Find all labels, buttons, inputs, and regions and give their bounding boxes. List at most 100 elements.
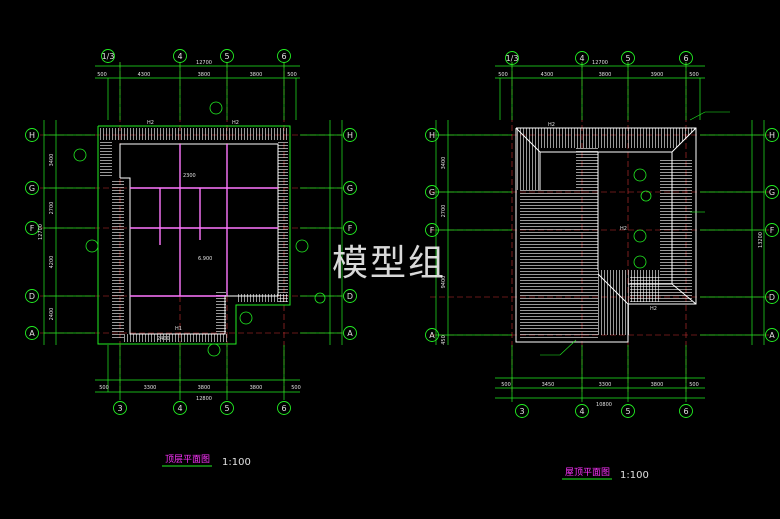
left-dim-side-total: 12700 (38, 224, 44, 240)
left-dim-top-value: 500 (97, 72, 107, 78)
right-axis-right-bubble-circle (765, 185, 779, 199)
left-axis-top-bubble: 1/3 (102, 52, 115, 61)
right-axis-right-bubble: G (769, 188, 775, 197)
left-dim-top-value: 3800 (250, 72, 263, 78)
right-dim-top-total: 12700 (592, 60, 608, 66)
left-dim-side-value: 4200 (49, 256, 55, 269)
right-axis-top-bubble: 4 (579, 54, 584, 63)
right-plan-scale: 1:100 (620, 470, 649, 481)
right-axis-top-bubble: 1/3 (506, 54, 519, 63)
left-dim-top-total: 12700 (196, 60, 212, 66)
left-axis-left-bubble-circle (25, 128, 39, 142)
left-plan-title: 顶层平面图 (165, 454, 210, 465)
right-title-block: 屋顶平面图 1:100 (562, 467, 649, 481)
right-dim-top-value: 500 (498, 72, 508, 78)
right-axis-right-bubble: D (769, 293, 775, 302)
left-axis-bottom-bubble: 3 (117, 404, 122, 413)
left-axis-left-bubble: F (30, 224, 35, 233)
left-dim-bottom-value: 3800 (198, 385, 211, 391)
left-dim-top-value: 500 (287, 72, 297, 78)
left-axis-top-bubble-circle (277, 49, 291, 63)
right-axis-right-bubble-circle (765, 328, 779, 342)
right-axis-top-bubble: 5 (625, 54, 630, 63)
right-axis-top-bubble-circle (679, 51, 693, 65)
left-labels: H2 H2 H1 2300 6.900 2400 (147, 120, 239, 342)
right-roof-plan: H2 H2 H2 (430, 62, 770, 402)
right-dim-bottom-value: 3300 (599, 382, 612, 388)
right-dim-top-value: 500 (689, 72, 699, 78)
right-axis-bottom-bubble: 4 (579, 407, 584, 416)
left-dims-sides (43, 120, 343, 345)
left-inner-walls (130, 144, 278, 297)
left-axis-bottom-bubble: 6 (281, 404, 286, 413)
watermark-text: 模型组 (332, 243, 446, 284)
svg-text:2300: 2300 (183, 173, 196, 179)
right-dim-top-value: 4300 (541, 72, 554, 78)
left-axis-left-bubble: A (29, 329, 35, 338)
right-dim-bottom-value: 500 (501, 382, 511, 388)
right-axis-top-bubble: 6 (683, 54, 688, 63)
right-axis-bottom-bubble-circle (621, 404, 635, 418)
right-axis-left-bubble-circle (425, 128, 439, 142)
svg-text:6.900: 6.900 (198, 256, 212, 262)
right-axis-left-bubble: A (429, 331, 435, 340)
left-dim-top-value: 4300 (138, 72, 151, 78)
left-plan-scale: 1:100 (222, 457, 251, 468)
right-axis-right-bubble: H (769, 131, 775, 140)
left-dim-bottom-value: 3800 (250, 385, 263, 391)
left-axis-right-bubble-circle (343, 181, 357, 195)
left-axis-right-bubble: H (347, 131, 353, 140)
left-eave-hatch (100, 128, 288, 342)
left-axis-right-bubble-circle (343, 289, 357, 303)
right-axis-right-bubble-circle (765, 128, 779, 142)
right-dims-bottom (495, 345, 705, 402)
svg-text:H2: H2 (620, 226, 627, 232)
svg-text:H2: H2 (147, 120, 154, 126)
right-axis-top-bubble-circle (575, 51, 589, 65)
left-axis-left-bubble-circle (25, 326, 39, 340)
right-roof-hatch (516, 128, 696, 340)
svg-text:H2: H2 (650, 306, 657, 312)
right-dim-bottom-value: 3450 (542, 382, 555, 388)
left-dim-bottom-value: 500 (99, 385, 109, 391)
right-axis-left-bubble: H (429, 131, 435, 140)
right-axis-bottom-bubble: 6 (683, 407, 688, 416)
right-axis-bottom-bubble: 5 (625, 407, 630, 416)
left-axis-left-bubble: G (29, 184, 35, 193)
left-dim-side-value: 2400 (49, 308, 55, 321)
left-axis-right-bubble-circle (343, 221, 357, 235)
right-leader-lines (540, 111, 730, 356)
left-dim-bottom-value: 500 (291, 385, 301, 391)
left-axis-right-bubble: G (347, 184, 353, 193)
left-title-block: 顶层平面图 1:100 (162, 454, 251, 468)
left-axis-bottom-bubble-circle (277, 401, 291, 415)
left-floor-plan: H2 H2 H1 2300 6.900 2400 (40, 62, 345, 400)
left-axis-bottom-bubble-circle (173, 401, 187, 415)
right-dim-side-value: 3400 (441, 157, 447, 170)
right-axis-bottom-bubble-circle (679, 404, 693, 418)
right-axis-bottom-bubble-circle (515, 404, 529, 418)
left-axis-bottom-bubble: 4 (177, 404, 182, 413)
right-dim-side-value: 2700 (441, 205, 447, 218)
svg-text:H2: H2 (548, 122, 555, 128)
left-axis-right-bubble: F (348, 224, 353, 233)
right-dim-right-total: 13200 (758, 232, 764, 248)
right-axis-left-bubble-circle (425, 223, 439, 237)
left-dim-side-value: 2700 (49, 202, 55, 215)
left-axis-top-bubble-circle (220, 49, 234, 63)
right-dim-bottom-value: 3800 (651, 382, 664, 388)
left-axis-left-bubble-circle (25, 221, 39, 235)
right-dim-side-value: 450 (441, 335, 447, 345)
right-dim-side-value: 9400 (441, 276, 447, 289)
right-axis-left-bubble: F (430, 226, 435, 235)
right-axis-left-bubble-circle (425, 328, 439, 342)
right-axis-top-bubble-circle (621, 51, 635, 65)
left-axis-bottom-bubble-circle (220, 401, 234, 415)
left-axis-right-bubble: A (347, 329, 353, 338)
right-axis-top-bubble-circle (505, 51, 519, 65)
left-axis-top-bubble: 6 (281, 52, 286, 61)
